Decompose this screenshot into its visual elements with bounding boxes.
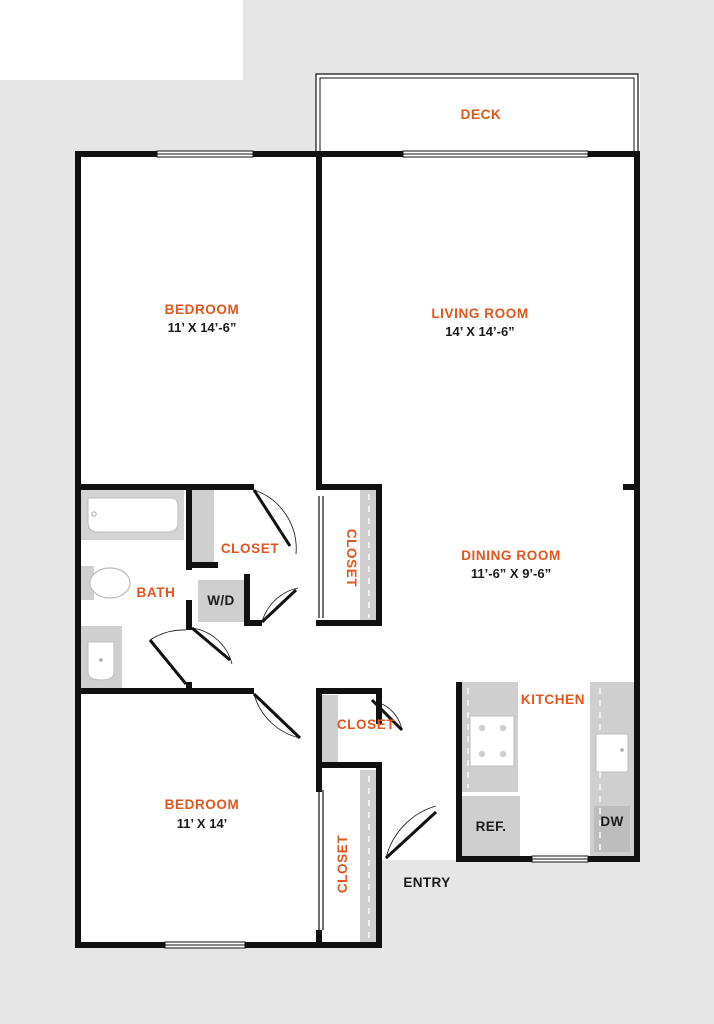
windows — [156, 150, 589, 949]
dining-room-label: DINING ROOM — [461, 548, 561, 563]
closet-rods — [368, 494, 601, 942]
stove-icon — [469, 715, 515, 767]
closet-vertical-upper-label: CLOSET — [344, 529, 359, 588]
dishwasher-label: DW — [600, 814, 623, 829]
living-room-label: LIVING ROOM — [431, 306, 528, 321]
sliding-doors — [318, 496, 324, 930]
bathtub-icon — [87, 497, 179, 533]
walls — [75, 151, 640, 948]
refrigerator-block — [462, 796, 520, 858]
refrigerator-label: REF. — [476, 819, 507, 834]
entry-label: ENTRY — [403, 875, 450, 890]
labels: DECK BEDROOM 11’ X 14’-6” LIVING ROOM 14… — [137, 107, 624, 893]
bedroom-2-dim: 11’ X 14’ — [177, 816, 228, 831]
toilet-icon — [80, 566, 131, 600]
sink-icon — [87, 641, 115, 681]
bedroom-1-label: BEDROOM — [165, 302, 240, 317]
kitchen-label: KITCHEN — [521, 692, 585, 707]
dining-room-dim: 11’-6” X 9’-6” — [471, 566, 551, 581]
bedroom-2-label: BEDROOM — [165, 797, 240, 812]
washer-dryer-label: W/D — [207, 593, 234, 608]
closet-hall-shelf — [192, 490, 214, 564]
closet-small-shelf — [322, 695, 338, 763]
swing-doors — [148, 489, 438, 860]
living-room-dim: 14’ X 14’-6” — [445, 324, 514, 339]
bedroom-1-dim: 11’ X 14’-6” — [168, 320, 237, 335]
bath-label: BATH — [137, 585, 176, 600]
closet-small-label: CLOSET — [337, 717, 396, 732]
closet-vertical-lower-shelf — [360, 770, 378, 946]
closet-vertical-lower-label: CLOSET — [335, 835, 350, 894]
closet-hall-label: CLOSET — [221, 541, 280, 556]
washer-dryer-block — [198, 580, 244, 622]
kitchen-sink-icon — [595, 733, 629, 773]
deck-label: DECK — [461, 107, 502, 122]
deck-area — [315, 73, 639, 152]
